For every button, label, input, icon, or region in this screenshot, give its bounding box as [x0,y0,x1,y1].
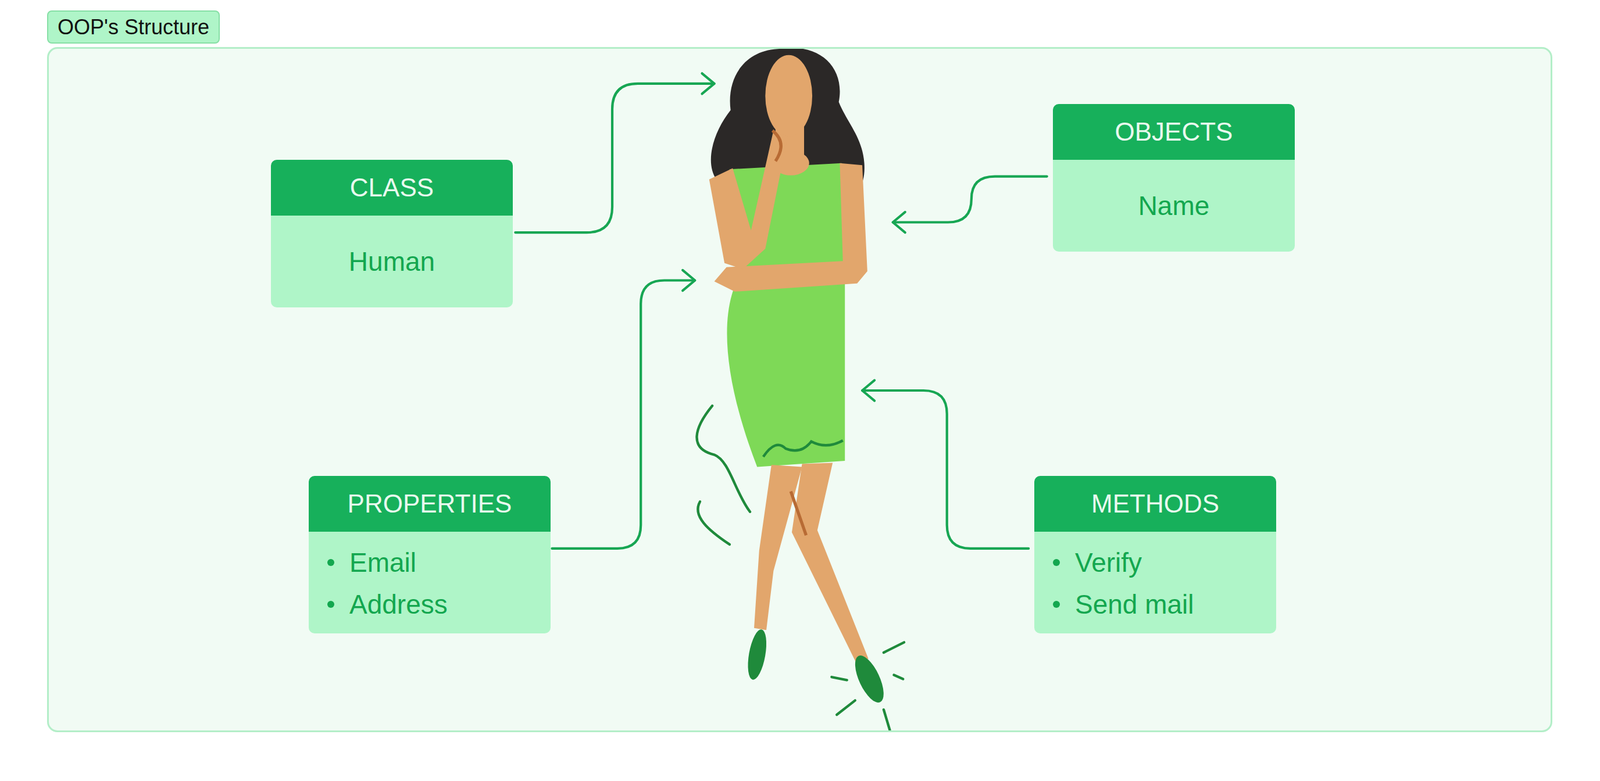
structure-panel: OOP's StructureCLASSHumanOBJECTSNamePROP… [47,47,1553,733]
hand-line [772,130,782,162]
leader-line [515,83,714,233]
box-value: Name [1138,190,1210,222]
box-header: CLASS [270,159,513,216]
shoe [744,628,770,682]
face [765,55,813,137]
list-item: Email [349,541,542,584]
list-text: Send mail [1075,588,1195,621]
box-body: VerifySend mail [1034,531,1277,634]
arrow-head [893,212,906,233]
concept-box: CLASS Human [270,159,513,308]
list-item: Address [349,583,542,626]
list-text: Verify [1075,547,1142,579]
list-item: Verify [1075,541,1267,584]
arrow-head [702,73,715,94]
list-item: Send mail [1075,583,1267,626]
woman-figure [696,47,905,731]
box-title: PROPERTIES [347,489,513,519]
arm [709,130,788,270]
box-title: METHODS [1091,489,1220,519]
leader-line [552,280,696,549]
panel-ground [47,47,1553,733]
concept-box: OBJECTS Name [1052,104,1295,252]
box-header: PROPERTIES [308,476,551,532]
hem-squiggle [763,440,844,457]
bullet-dot [327,559,335,567]
leader-line [893,176,1048,223]
leader-line [862,390,1029,549]
concept-box: PROPERTIES EmailAddress [308,476,551,634]
list-text: Address [349,588,448,621]
leg [754,465,802,631]
bullet-dot [1052,559,1060,567]
box-value: Human [348,245,435,278]
motion-lines [696,405,905,731]
knee-line [790,491,806,536]
diagram-heading: OOP's Structure [47,10,220,44]
arrow-head [682,270,695,291]
arrow-head [862,380,875,401]
dress [726,163,845,468]
box-body: Human [270,215,513,308]
box-body: Name [1052,159,1295,252]
bullet-dot [327,601,335,609]
box-title: CLASS [350,173,434,203]
box-body: EmailAddress [308,531,551,634]
bullet-dot [1052,601,1060,609]
box-header: METHODS [1034,476,1277,532]
list-text: Email [349,547,417,579]
concept-box: METHODS VerifySend mail [1034,476,1277,634]
shoe [849,651,890,707]
box-title: OBJECTS [1115,117,1234,147]
box-header: OBJECTS [1052,104,1295,160]
leg [791,463,869,666]
